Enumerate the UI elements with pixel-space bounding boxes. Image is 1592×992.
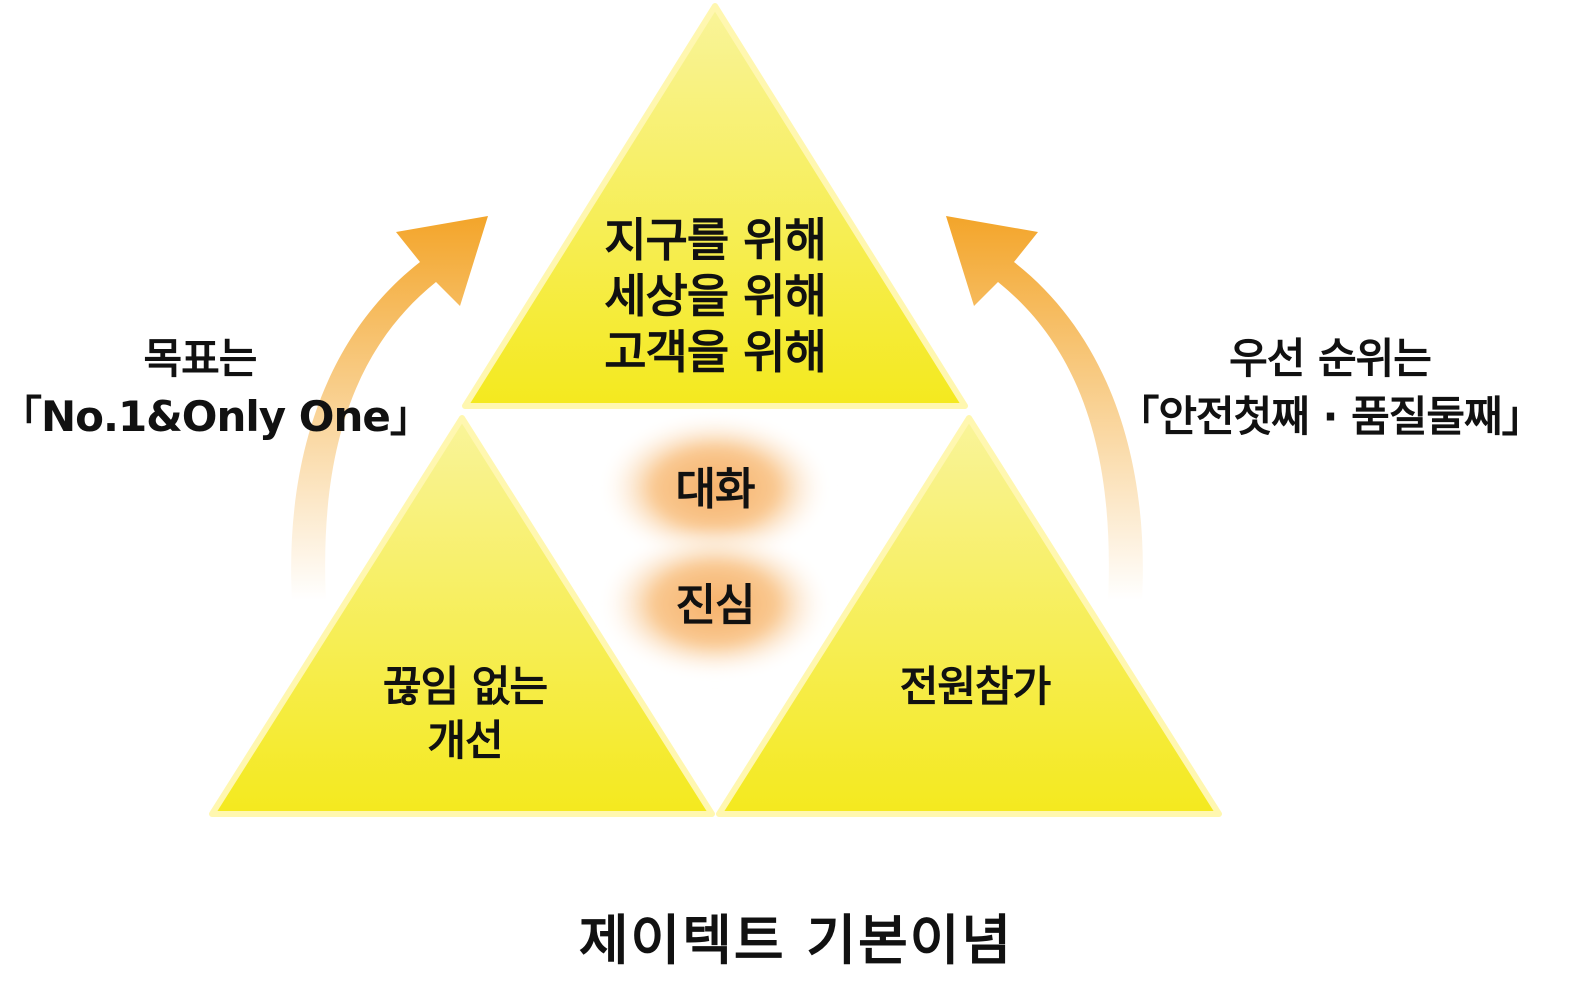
top-triangle-label: 지구를 위해 세상을 위해 고객을 위해 bbox=[580, 212, 850, 380]
center-glow bbox=[603, 416, 827, 676]
center-blob-top bbox=[603, 416, 827, 560]
bottom-right-triangle bbox=[716, 415, 1222, 817]
right-cycle-arrow-icon bbox=[946, 216, 1143, 600]
bottom-left-line-2: 개선 bbox=[427, 716, 503, 765]
top-triangle bbox=[462, 3, 968, 409]
bottom-left-triangle bbox=[209, 415, 715, 817]
bottom-right-triangle-label: 전원참가 bbox=[840, 660, 1110, 714]
top-line-3: 고객을 위해 bbox=[604, 325, 827, 379]
center-bottom-label: 진심 bbox=[675, 580, 756, 631]
bottom-left-line-1: 끊임 없는 bbox=[382, 662, 548, 711]
bottom-right-line-1: 전원참가 bbox=[899, 662, 1052, 711]
center-blob-bottom bbox=[603, 532, 827, 676]
center-top-label: 대화 bbox=[675, 464, 756, 515]
bottom-left-triangle-label: 끊임 없는 개선 bbox=[330, 660, 600, 768]
right-side-line-2: 「안전첫째 · 품질둘째」 bbox=[1117, 392, 1543, 441]
left-side-line-1: 목표는 bbox=[143, 334, 258, 383]
diagram-caption: 제이텍트 기본이념 bbox=[578, 909, 1014, 972]
right-side-line-1: 우선 순위는 bbox=[1229, 334, 1432, 383]
left-cycle-arrow-icon bbox=[291, 216, 488, 600]
right-side-label: 우선 순위는 「안전첫째 · 품질둘째」 bbox=[1090, 330, 1570, 446]
left-side-line-2: 「No.1&Only One」 bbox=[0, 392, 432, 441]
top-line-1: 지구를 위해 bbox=[604, 213, 827, 267]
left-side-label: 목표는 「No.1&Only One」 bbox=[0, 330, 432, 446]
top-line-2: 세상을 위해 bbox=[604, 269, 827, 323]
